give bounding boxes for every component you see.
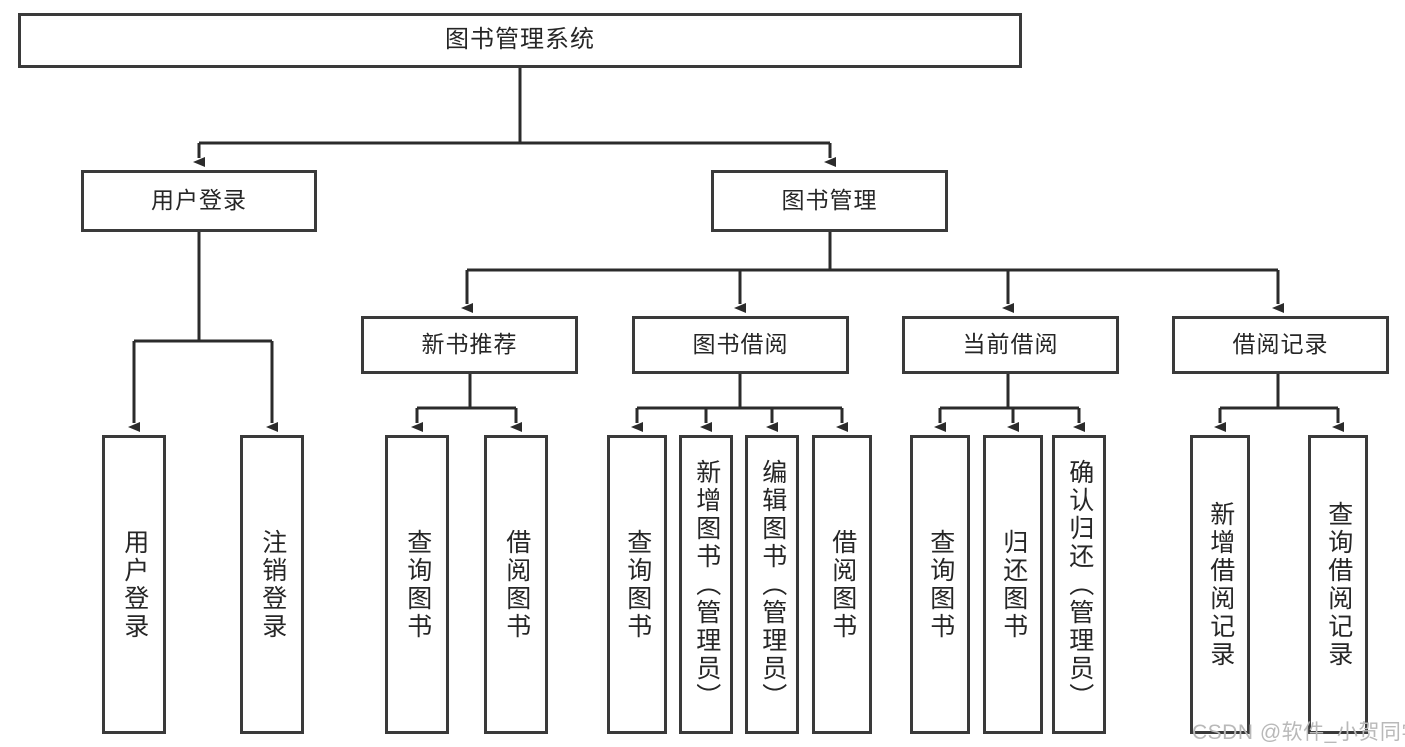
node-current-borrow[interactable]: 当前借阅: [902, 316, 1119, 374]
node-leaf-return-book-label: 归还图书: [999, 528, 1028, 641]
node-current-borrow-label: 当前借阅: [962, 331, 1059, 358]
node-root[interactable]: 图书管理系统: [18, 13, 1022, 68]
node-leaf-add-book[interactable]: 新增图书（管理员）: [679, 435, 733, 734]
node-leaf-confirm-return[interactable]: 确认归还（管理员）: [1052, 435, 1106, 734]
node-root-label: 图书管理系统: [445, 26, 595, 54]
node-book-manage[interactable]: 图书管理: [711, 170, 948, 232]
node-new-book-rec-label: 新书推荐: [421, 331, 518, 358]
node-leaf-user-login-label: 用户登录: [120, 528, 149, 641]
node-leaf-query-book-current-label: 查询图书: [926, 528, 955, 641]
node-borrow-record[interactable]: 借阅记录: [1172, 316, 1389, 374]
node-borrow-record-label: 借阅记录: [1232, 331, 1329, 358]
node-leaf-logout[interactable]: 注销登录: [240, 435, 304, 734]
node-leaf-borrow-book-label: 借阅图书: [828, 528, 857, 641]
node-leaf-borrow-book[interactable]: 借阅图书: [812, 435, 872, 734]
node-leaf-logout-label: 注销登录: [258, 528, 287, 641]
node-user-login[interactable]: 用户登录: [81, 170, 317, 232]
node-book-manage-label: 图书管理: [781, 187, 878, 214]
node-leaf-return-book[interactable]: 归还图书: [983, 435, 1043, 734]
node-leaf-query-book-rec-label: 查询图书: [403, 528, 432, 641]
node-leaf-confirm-return-label: 确认归还（管理员）: [1065, 458, 1094, 711]
node-new-book-rec[interactable]: 新书推荐: [361, 316, 578, 374]
node-leaf-query-book-borrow[interactable]: 查询图书: [607, 435, 667, 734]
node-user-login-label: 用户登录: [151, 187, 247, 214]
node-leaf-query-book-rec[interactable]: 查询图书: [385, 435, 449, 734]
node-leaf-query-record[interactable]: 查询借阅记录: [1308, 435, 1368, 734]
node-leaf-borrow-book-rec-label: 借阅图书: [502, 528, 531, 641]
node-leaf-query-record-label: 查询借阅记录: [1324, 500, 1353, 669]
node-leaf-borrow-book-rec[interactable]: 借阅图书: [484, 435, 548, 734]
node-leaf-query-book-borrow-label: 查询图书: [623, 528, 652, 641]
node-leaf-edit-book[interactable]: 编辑图书（管理员）: [745, 435, 799, 734]
node-leaf-query-book-current[interactable]: 查询图书: [910, 435, 970, 734]
node-leaf-add-record[interactable]: 新增借阅记录: [1190, 435, 1250, 734]
node-leaf-add-book-label: 新增图书（管理员）: [692, 458, 721, 711]
node-leaf-edit-book-label: 编辑图书（管理员）: [758, 458, 787, 711]
node-book-borrow[interactable]: 图书借阅: [632, 316, 849, 374]
node-leaf-add-record-label: 新增借阅记录: [1206, 500, 1235, 669]
node-leaf-user-login[interactable]: 用户登录: [102, 435, 166, 734]
node-book-borrow-label: 图书借阅: [692, 331, 789, 358]
